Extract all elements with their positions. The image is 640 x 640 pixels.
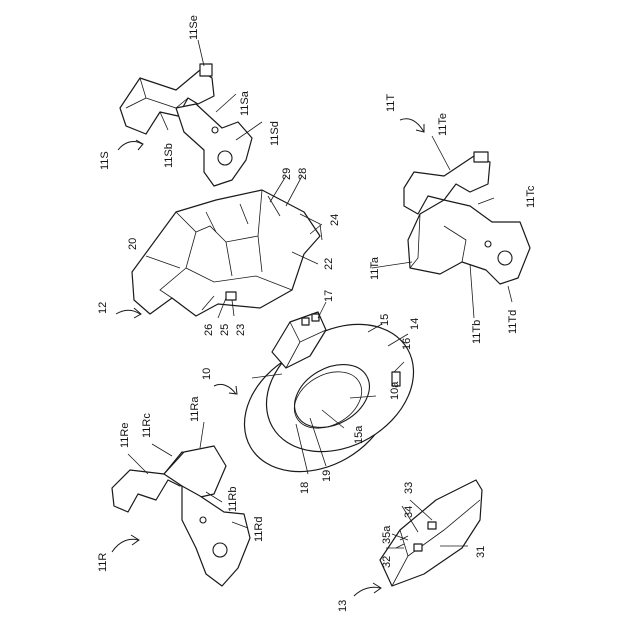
label-25: 25 <box>219 324 231 336</box>
label-11Sd: 11Sd <box>269 121 281 146</box>
label-11S: 11S <box>99 151 111 170</box>
label-34: 34 <box>403 506 415 518</box>
part-13 <box>380 480 482 586</box>
label-20: 20 <box>127 238 139 250</box>
label-11T: 11T <box>385 94 397 112</box>
label-15: 15 <box>379 314 391 326</box>
label-11Rd: 11Rd <box>253 517 265 542</box>
label-32: 32 <box>381 556 393 568</box>
label-31: 31 <box>475 546 487 558</box>
label-11Tb: 11Tb <box>471 320 483 344</box>
part-10 <box>221 299 436 497</box>
label-11Re: 11Re <box>119 423 131 448</box>
part-11T <box>404 152 530 284</box>
label-11Rc: 11Rc <box>141 413 153 438</box>
label-11R: 11R <box>97 553 109 572</box>
label-10: 10 <box>201 368 213 380</box>
label-28: 28 <box>297 168 309 180</box>
label-12: 12 <box>97 302 109 314</box>
label-19: 19 <box>321 470 333 482</box>
label-13: 13 <box>337 600 349 612</box>
label-11Td: 11Td <box>507 310 519 334</box>
label-29: 29 <box>281 168 293 180</box>
label-15a: 15a <box>353 425 365 444</box>
label-11Sa: 11Sa <box>239 90 251 116</box>
label-11Ta: 11Ta <box>369 256 381 280</box>
label-11Se: 11Se <box>188 15 200 40</box>
label-23: 23 <box>235 324 247 336</box>
label-17: 17 <box>323 290 335 302</box>
label-14: 14 <box>409 318 421 330</box>
part-11R <box>112 446 250 586</box>
label-18: 18 <box>299 482 311 494</box>
label-11Tc: 11Tc <box>525 185 537 208</box>
label-22: 22 <box>323 258 335 270</box>
label-33: 33 <box>403 482 415 494</box>
label-11Sb: 11Sb <box>163 143 175 168</box>
label-16: 16 <box>401 338 413 350</box>
label-11Te: 11Te <box>437 113 449 136</box>
label-26: 26 <box>203 324 215 336</box>
label-11Ra: 11Ra <box>189 396 201 422</box>
label-24: 24 <box>329 214 341 226</box>
label-11Rb: 11Rb <box>227 487 239 512</box>
part-11S <box>120 64 252 186</box>
label-35a: 35a <box>381 525 393 544</box>
label-10a: 10a <box>389 381 401 400</box>
